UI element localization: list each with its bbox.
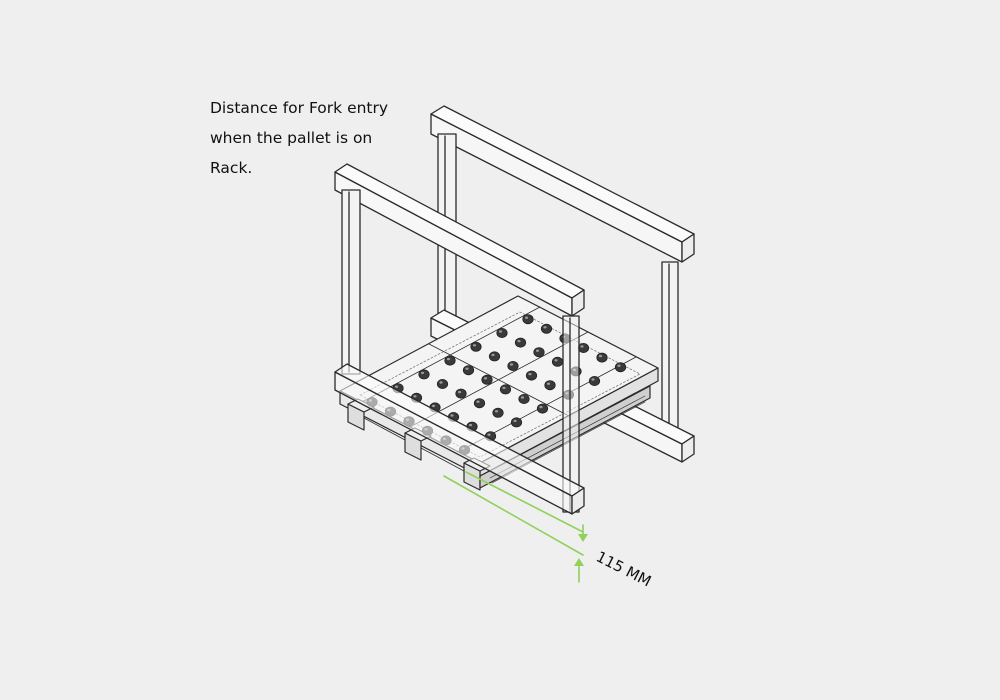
pallet-bump-highlight (476, 400, 480, 403)
pallet-bump-highlight (524, 316, 529, 319)
pallet-bump (473, 398, 486, 409)
pallet-bump-highlight (528, 372, 532, 376)
pallet-bump (436, 378, 449, 389)
fork-entry-dimension (443, 471, 588, 583)
caption-line-1: Distance for Fork entry (210, 99, 389, 117)
pallet-bump-highlight (546, 382, 551, 385)
pallet-bump-highlight (513, 419, 517, 423)
pallet-bump (536, 403, 549, 414)
pallet-bump-highlight (439, 381, 443, 384)
pallet-bump (470, 341, 482, 352)
pallet-bump-highlight (598, 354, 603, 358)
dimension-label: 115 MM (593, 548, 654, 591)
pallet-bump (544, 380, 556, 391)
pallet-bump-highlight (394, 385, 399, 388)
pallet-bump (492, 407, 504, 418)
pallet-bump-highlight (509, 363, 514, 366)
pallet-bump-highlight (591, 378, 595, 381)
pallet-bump (577, 342, 590, 353)
pallet-bump-highlight (446, 357, 451, 361)
pallet-bump-highlight (450, 414, 454, 417)
pallet-bump-highlight (539, 405, 543, 409)
pallet-bump (522, 314, 534, 325)
pallet-surface-bumps (366, 314, 627, 455)
pallet-bump-highlight (580, 345, 584, 348)
fork-entry-caption: Distance for Fork entry when the pallet … (210, 93, 450, 183)
pallet-bump-highlight (543, 326, 547, 329)
pallet-bump (455, 388, 467, 399)
pallet-bump (488, 351, 501, 362)
pallet-bump (499, 384, 512, 395)
pallet-bump-highlight (491, 353, 495, 357)
pallet-bump-highlight (413, 395, 417, 398)
pallet-bump (510, 417, 523, 428)
pallet-bump (540, 323, 553, 334)
pallet-bump (588, 375, 601, 386)
pallet-bump (481, 374, 493, 385)
pallet-bump-highlight (483, 377, 488, 380)
pallet-bump (418, 369, 430, 380)
pallet-bump-highlight (487, 433, 491, 436)
pallet-bump (507, 360, 519, 371)
pallet-bump (551, 356, 564, 367)
pallet-bump-highlight (520, 396, 525, 399)
pallet-bump (596, 352, 608, 363)
caption-line-3: Rack. (210, 159, 253, 177)
pallet-bump-highlight (617, 364, 621, 367)
pallet-bump (614, 362, 627, 373)
pallet-bump (496, 327, 508, 338)
pallet-bump (525, 370, 538, 381)
pallet-bump-highlight (465, 367, 469, 370)
pallet-bump-highlight (494, 410, 499, 413)
caption-line-2: when the pallet is on (210, 129, 373, 147)
pallet-bump (462, 365, 475, 376)
pallet-bump (518, 393, 530, 404)
pallet-bump-highlight (468, 423, 473, 427)
pallet-bump-highlight (431, 404, 436, 408)
pallet-bump-highlight (554, 359, 558, 362)
pallet-bump-highlight (502, 386, 506, 390)
front-rack-frame (334, 163, 585, 515)
pallet-bump-highlight (517, 339, 521, 343)
pallet-bump-highlight (535, 349, 540, 352)
pallet-bump (444, 355, 456, 366)
pallet-bump-highlight (498, 330, 503, 333)
pallet-bump-highlight (472, 344, 477, 347)
pallet-bump-highlight (420, 371, 425, 375)
pallet-bump-highlight (457, 390, 462, 394)
pallet-bump (533, 347, 545, 358)
pallet-bump (514, 337, 527, 348)
